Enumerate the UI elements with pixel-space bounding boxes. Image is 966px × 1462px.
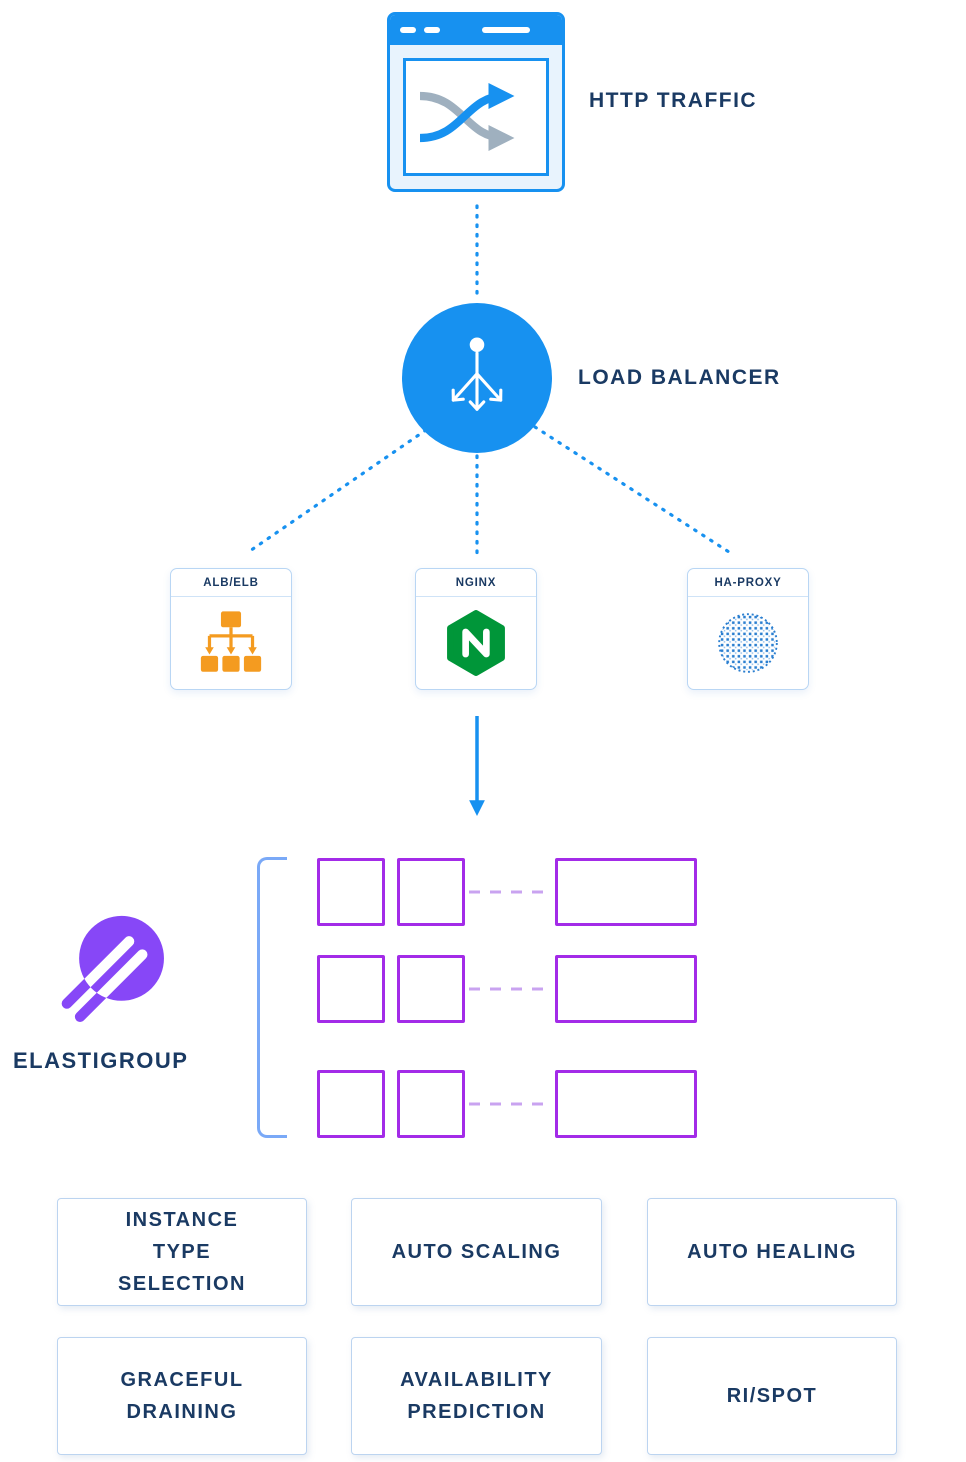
dotted-line-lb-to-haproxy xyxy=(533,425,731,554)
load-balancer-icon xyxy=(402,303,552,453)
node-ha-proxy: HA-PROXY xyxy=(687,568,809,690)
node-alb-elb-label: ALB/ELB xyxy=(171,569,291,597)
dotted-sphere-icon xyxy=(688,597,808,689)
nginx-logo-icon xyxy=(416,597,536,689)
titlebar-dash xyxy=(482,27,530,33)
node-nginx: NGINX xyxy=(415,568,537,690)
node-alb-elb: ALB/ELB xyxy=(170,568,292,690)
feature-availability-prediction: AVAILABILITY PREDICTION xyxy=(351,1337,602,1455)
load-balancer-label: LOAD BALANCER xyxy=(578,366,781,389)
instance-box xyxy=(397,1070,465,1138)
instance-box xyxy=(317,858,385,926)
elastigroup-label: ELASTIGROUP xyxy=(13,1048,189,1073)
titlebar-dash xyxy=(400,27,416,33)
elastigroup-bracket xyxy=(257,857,287,1138)
instance-box-wide xyxy=(555,858,697,926)
dotted-line-lb-to-alb xyxy=(245,428,428,555)
instance-box-wide xyxy=(555,1070,697,1138)
browser-titlebar xyxy=(390,15,562,45)
spotinst-logo-icon xyxy=(61,915,164,1022)
feature-auto-scaling: AUTO SCALING xyxy=(351,1198,602,1306)
node-ha-proxy-label: HA-PROXY xyxy=(688,569,808,597)
instance-box xyxy=(317,1070,385,1138)
http-traffic-icon xyxy=(387,12,565,192)
feature-ri-spot: RI/SPOT xyxy=(647,1337,897,1455)
crossing-arrows-icon xyxy=(403,58,549,176)
feature-graceful-draining: GRACEFUL DRAINING xyxy=(57,1337,307,1455)
instance-box xyxy=(317,955,385,1023)
feature-instance-type-selection: INSTANCE TYPE SELECTION xyxy=(57,1198,307,1306)
instance-box xyxy=(397,955,465,1023)
http-traffic-label: HTTP TRAFFIC xyxy=(589,89,758,112)
flowchart-icon xyxy=(171,597,291,689)
feature-auto-healing: AUTO HEALING xyxy=(647,1198,897,1306)
titlebar-dash xyxy=(424,27,440,33)
split-arrows-icon xyxy=(451,337,503,411)
instance-box xyxy=(397,858,465,926)
node-nginx-label: NGINX xyxy=(416,569,536,597)
instance-box-wide xyxy=(555,955,697,1023)
